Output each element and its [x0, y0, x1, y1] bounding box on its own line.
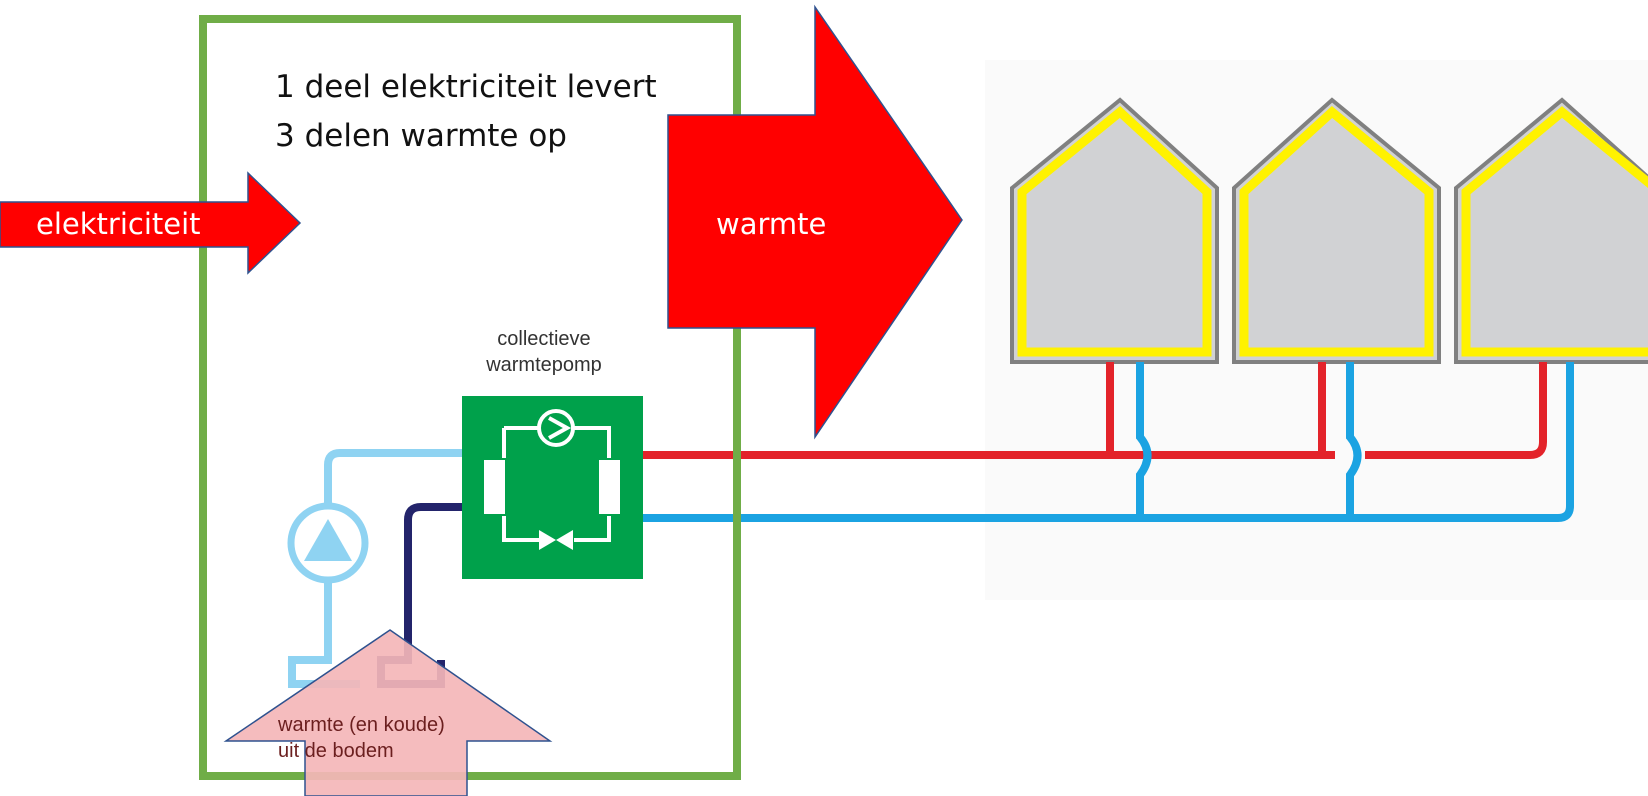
heat-output-arrow: warmte	[667, 4, 963, 440]
house-2	[1232, 97, 1441, 364]
cold-return-pipe	[640, 362, 1574, 522]
title-line-1: 1 deel elektriciteit levert	[275, 69, 657, 105]
house-1	[1010, 97, 1219, 364]
heat-pump-label-1: collectieve	[497, 328, 590, 350]
electricity-label: elektriciteit	[36, 207, 201, 241]
electricity-arrow: elektriciteit	[0, 171, 302, 275]
circulation-pump-icon	[287, 502, 369, 584]
title-line-2: 3 delen warmte op	[275, 118, 567, 154]
heat-pump-icon	[462, 396, 643, 579]
system-frame	[199, 15, 741, 780]
heat-pump-label-2: warmtepomp	[485, 354, 602, 376]
hot-supply-pipe	[640, 362, 1547, 459]
house-3	[1454, 97, 1648, 364]
heat-output-label: warmte	[716, 207, 826, 241]
ground-heat-arrow: warmte (en koude) uit de bodem	[223, 629, 553, 796]
ground-label-1: warmte (en koude)	[277, 714, 445, 736]
ground-label-2: uit de bodem	[278, 740, 394, 762]
